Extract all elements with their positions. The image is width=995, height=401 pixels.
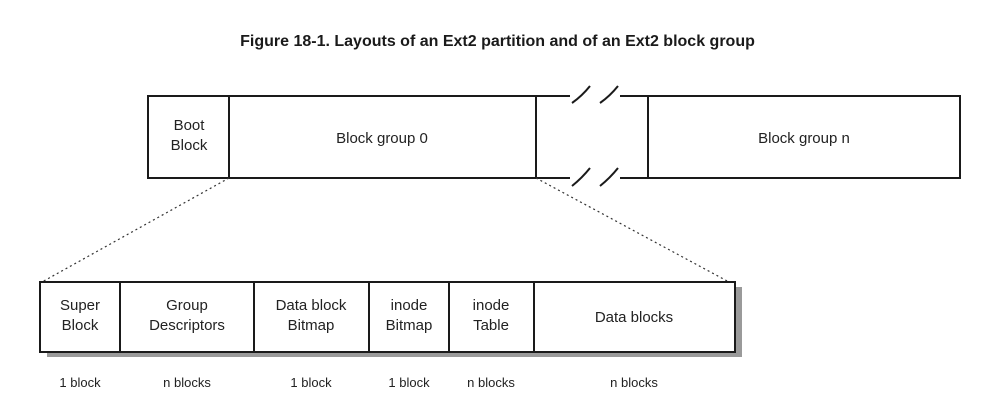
inode-table-label-2: Table xyxy=(473,317,509,334)
super-block-size: 1 block xyxy=(59,375,101,390)
inode-table-size: n blocks xyxy=(467,375,515,390)
break-mark-top-right xyxy=(599,85,619,104)
group-descriptors-label-2: Descriptors xyxy=(149,317,225,334)
data-blocks-label: Data blocks xyxy=(595,309,673,326)
group-descriptors-label-1: Group xyxy=(166,297,208,314)
break-mark-bottom-right xyxy=(599,167,619,187)
super-block-label-1: Super xyxy=(60,297,100,314)
block-group-0-label: Block group 0 xyxy=(336,130,428,147)
break-gap-bottom xyxy=(570,166,620,190)
super-block-label-2: Block xyxy=(62,317,99,334)
data-block-bitmap-label-2: Bitmap xyxy=(288,317,335,334)
group-descriptors-size: n blocks xyxy=(163,375,211,390)
partition-outline xyxy=(147,95,961,179)
block-group-bar xyxy=(39,281,736,353)
block-group-outline xyxy=(39,281,736,353)
block-group-n-label: Block group n xyxy=(758,130,850,147)
break-mark-top-left xyxy=(571,85,591,104)
inode-bitmap-label-1: inode xyxy=(391,297,428,314)
partition-bar xyxy=(147,95,961,179)
break-gap-top xyxy=(570,84,620,108)
zoom-line-left xyxy=(41,177,230,283)
data-block-bitmap-size: 1 block xyxy=(290,375,332,390)
inode-bitmap-size: 1 block xyxy=(388,375,430,390)
boot-block-label-1: Boot xyxy=(174,117,206,134)
inode-bitmap-label-2: Bitmap xyxy=(386,317,433,334)
figure-title: Figure 18-1. Layouts of an Ext2 partitio… xyxy=(240,33,755,50)
break-mark-bottom-left xyxy=(571,167,591,187)
boot-block-label-2: Block xyxy=(171,137,208,154)
data-block-bitmap-label-1: Data block xyxy=(276,297,347,314)
data-blocks-size: n blocks xyxy=(610,375,658,390)
zoom-line-right xyxy=(535,177,730,283)
inode-table-label-1: inode xyxy=(473,297,510,314)
